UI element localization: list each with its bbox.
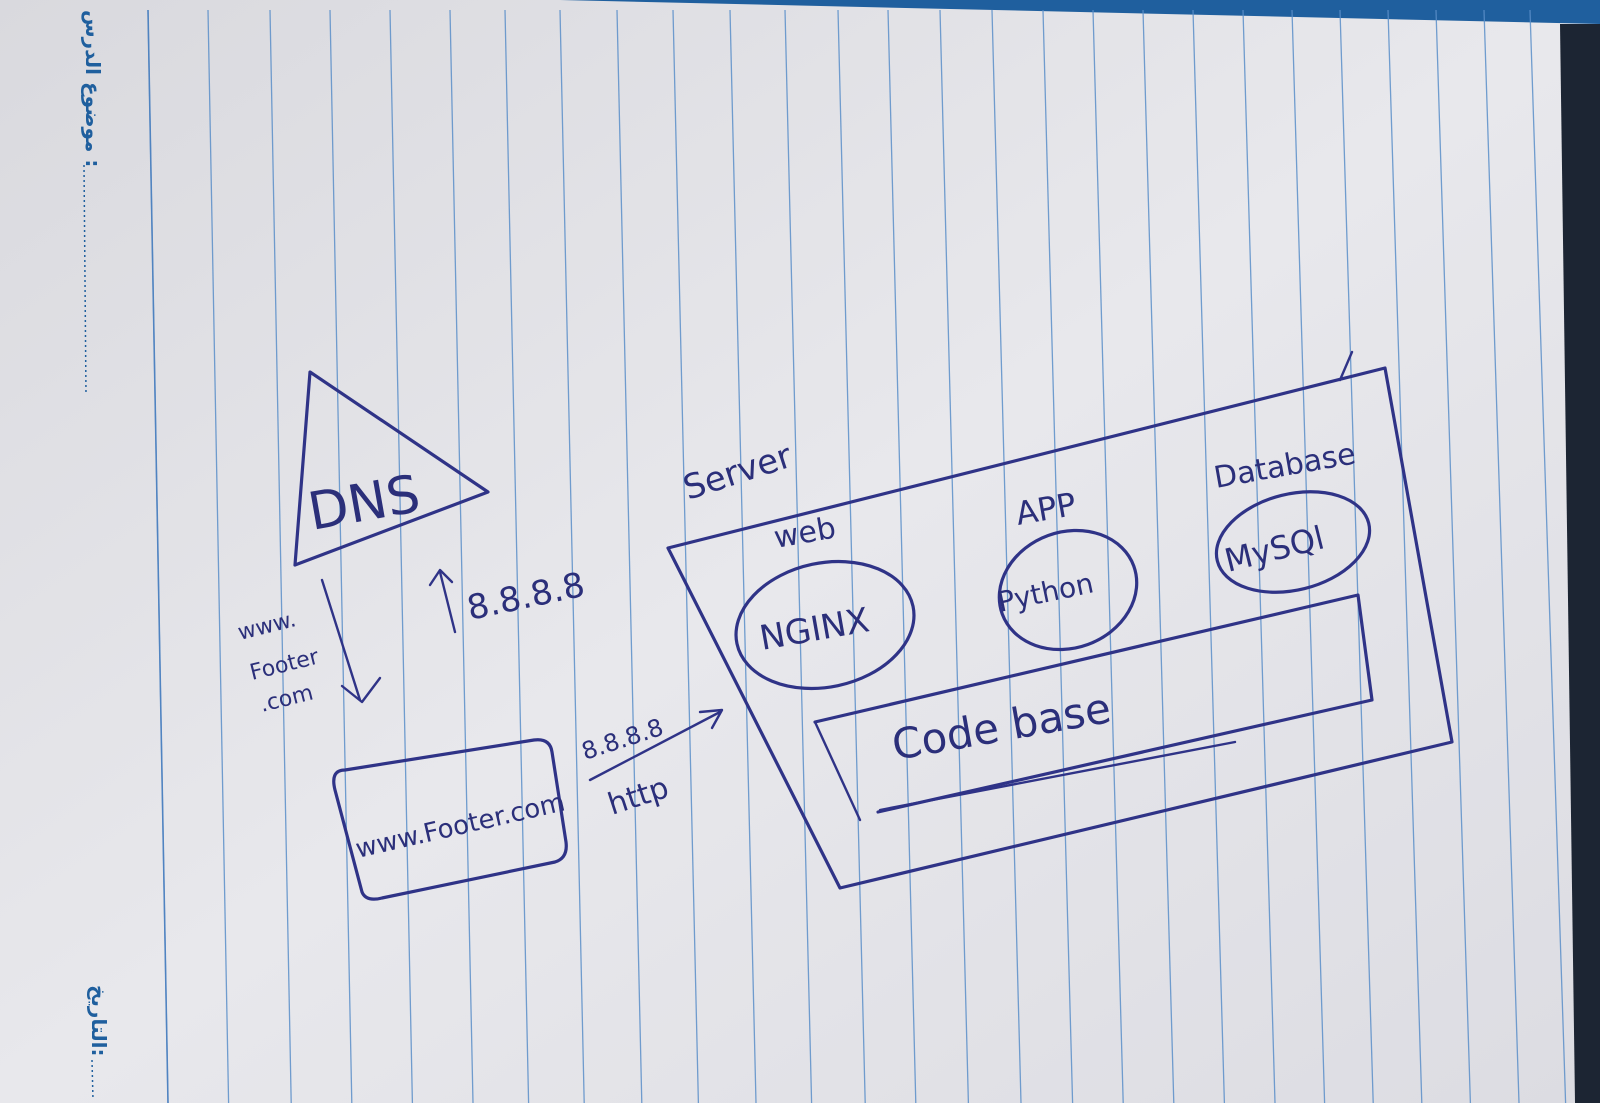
response-arrow-line [438, 570, 457, 634]
ruled-line [269, 9, 292, 1103]
codebase-box-left-edge [813, 720, 862, 822]
ruled-line [1142, 9, 1175, 1103]
codebase-box [813, 593, 1374, 814]
ruled-line [207, 9, 230, 1103]
query-arrow-head [340, 676, 382, 704]
server-box-corner-tick [1338, 350, 1354, 382]
database-ellipse [1214, 490, 1372, 594]
app-ellipse [997, 528, 1139, 652]
dns-triangle [293, 370, 490, 567]
ruled-line [1387, 9, 1423, 1103]
codebase-underline [878, 740, 1237, 812]
ruled-line [449, 9, 474, 1103]
lesson-topic-dotted-line [83, 164, 87, 396]
ruled-line [504, 9, 530, 1103]
ruled-line [991, 9, 1022, 1103]
request-arrow-head [698, 708, 724, 730]
response-arrow-head [428, 568, 454, 587]
date-label: التاريخ: [87, 985, 111, 1056]
ruled-line [1291, 9, 1326, 1103]
margin-line [147, 9, 169, 1103]
ruled-line [837, 9, 866, 1103]
lesson-topic-label: موضوع الدرس : [81, 10, 105, 167]
ruled-line [389, 9, 414, 1103]
ruled-line [1092, 9, 1124, 1103]
query-arrow-line [320, 578, 362, 702]
ruled-line [1339, 9, 1374, 1103]
date-dotted-line [91, 1059, 94, 1101]
ruled-line [1242, 9, 1276, 1103]
ruled-line [939, 9, 970, 1103]
browser-box [332, 738, 568, 901]
ruled-lines [147, 9, 1567, 1103]
ruled-line [1435, 9, 1472, 1103]
ruled-line [784, 9, 813, 1103]
ruled-line [329, 9, 353, 1103]
ruled-line [1042, 9, 1074, 1103]
request-arrow-line [588, 710, 722, 782]
web-ellipse [734, 559, 916, 691]
ruled-line [672, 9, 700, 1103]
ruled-line [616, 9, 643, 1103]
server-box [666, 366, 1454, 890]
ruled-line [887, 9, 917, 1103]
ruled-line [1529, 9, 1567, 1103]
ruled-line [729, 9, 757, 1103]
ruled-line [559, 9, 585, 1103]
right-edge-shadow [1560, 24, 1600, 1103]
ruled-line [1192, 9, 1226, 1103]
ruled-line [1483, 9, 1520, 1103]
